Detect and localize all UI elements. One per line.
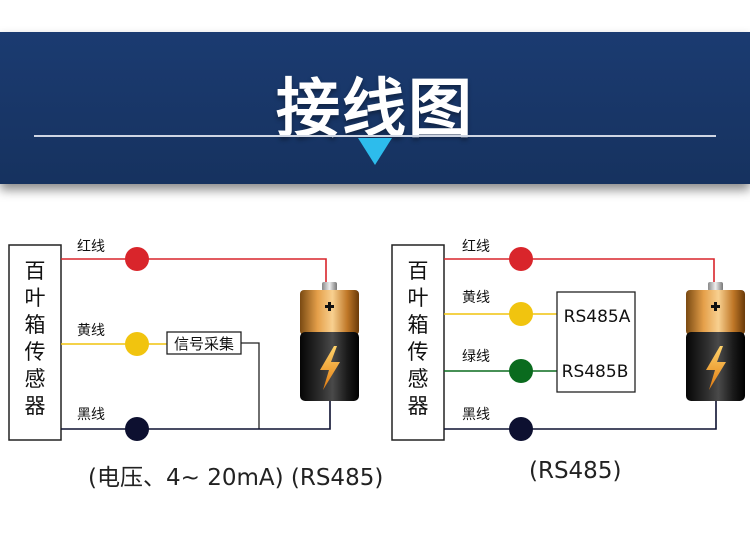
sensor-char: 器 — [25, 394, 46, 418]
sensor-char: 箱 — [408, 313, 429, 337]
rs485b-label: RS485B — [562, 362, 629, 382]
page-title: 接线图 — [276, 73, 474, 147]
right-yellow-terminal — [509, 302, 533, 326]
left-yellow-wire-label: 黄线 — [77, 322, 105, 339]
left-sensor-label: 百 叶 箱 传 感 器 — [25, 259, 46, 418]
right-black-wire — [444, 400, 717, 430]
sensor-char: 百 — [25, 259, 46, 283]
right-red-terminal — [509, 247, 533, 271]
right-diagram: 百 叶 箱 传 感 器 红线 黄线 绿线 RS485A RS485B 黑线 — [391, 239, 745, 441]
right-red-wire-label: 红线 — [462, 239, 490, 255]
sensor-char: 感 — [25, 367, 46, 391]
rs485-box — [556, 291, 636, 393]
lightning-icon — [706, 346, 726, 390]
rs485a-label: RS485A — [564, 307, 631, 327]
left-red-wire-label: 红线 — [77, 239, 105, 255]
left-black-wire — [61, 400, 331, 430]
right-black-terminal — [509, 417, 533, 441]
sensor-char: 百 — [408, 259, 429, 283]
right-green-terminal — [509, 359, 533, 383]
title-underline — [34, 135, 716, 137]
left-caption: (电压、4~ 20mA) (RS485) — [88, 465, 384, 491]
signal-acquisition-link — [241, 342, 260, 429]
right-red-wire — [444, 258, 715, 284]
top-band — [0, 0, 750, 32]
lightning-icon — [320, 346, 340, 390]
down-arrow-icon — [358, 138, 392, 165]
left-diagram: 百 叶 箱 传 感 器 红线 黄线 信号采集 黑线 — [8, 239, 359, 441]
right-sensor-box — [391, 244, 445, 441]
sensor-char: 叶 — [408, 286, 429, 310]
right-yellow-wire-label: 黄线 — [462, 289, 490, 306]
right-caption: (RS485) — [529, 458, 622, 484]
battery-icon — [686, 282, 745, 401]
sensor-char: 叶 — [25, 286, 46, 310]
plus-icon — [325, 302, 334, 311]
battery-icon — [300, 282, 359, 401]
sensor-char: 传 — [25, 340, 46, 364]
left-red-wire — [61, 258, 327, 284]
left-black-wire-label: 黑线 — [77, 407, 105, 423]
left-yellow-terminal — [125, 332, 149, 356]
sensor-char: 箱 — [25, 313, 46, 337]
right-black-wire-label: 黑线 — [462, 407, 490, 423]
right-sensor-label: 百 叶 箱 传 感 器 — [408, 259, 429, 418]
plus-icon — [711, 302, 720, 311]
left-black-terminal — [125, 417, 149, 441]
left-red-terminal — [125, 247, 149, 271]
sensor-char: 感 — [408, 367, 429, 391]
sensor-char: 传 — [408, 340, 429, 364]
left-sensor-box — [8, 244, 62, 441]
right-green-wire-label: 绿线 — [462, 349, 490, 365]
signal-acquisition-label: 信号采集 — [174, 335, 234, 353]
sensor-char: 器 — [408, 394, 429, 418]
